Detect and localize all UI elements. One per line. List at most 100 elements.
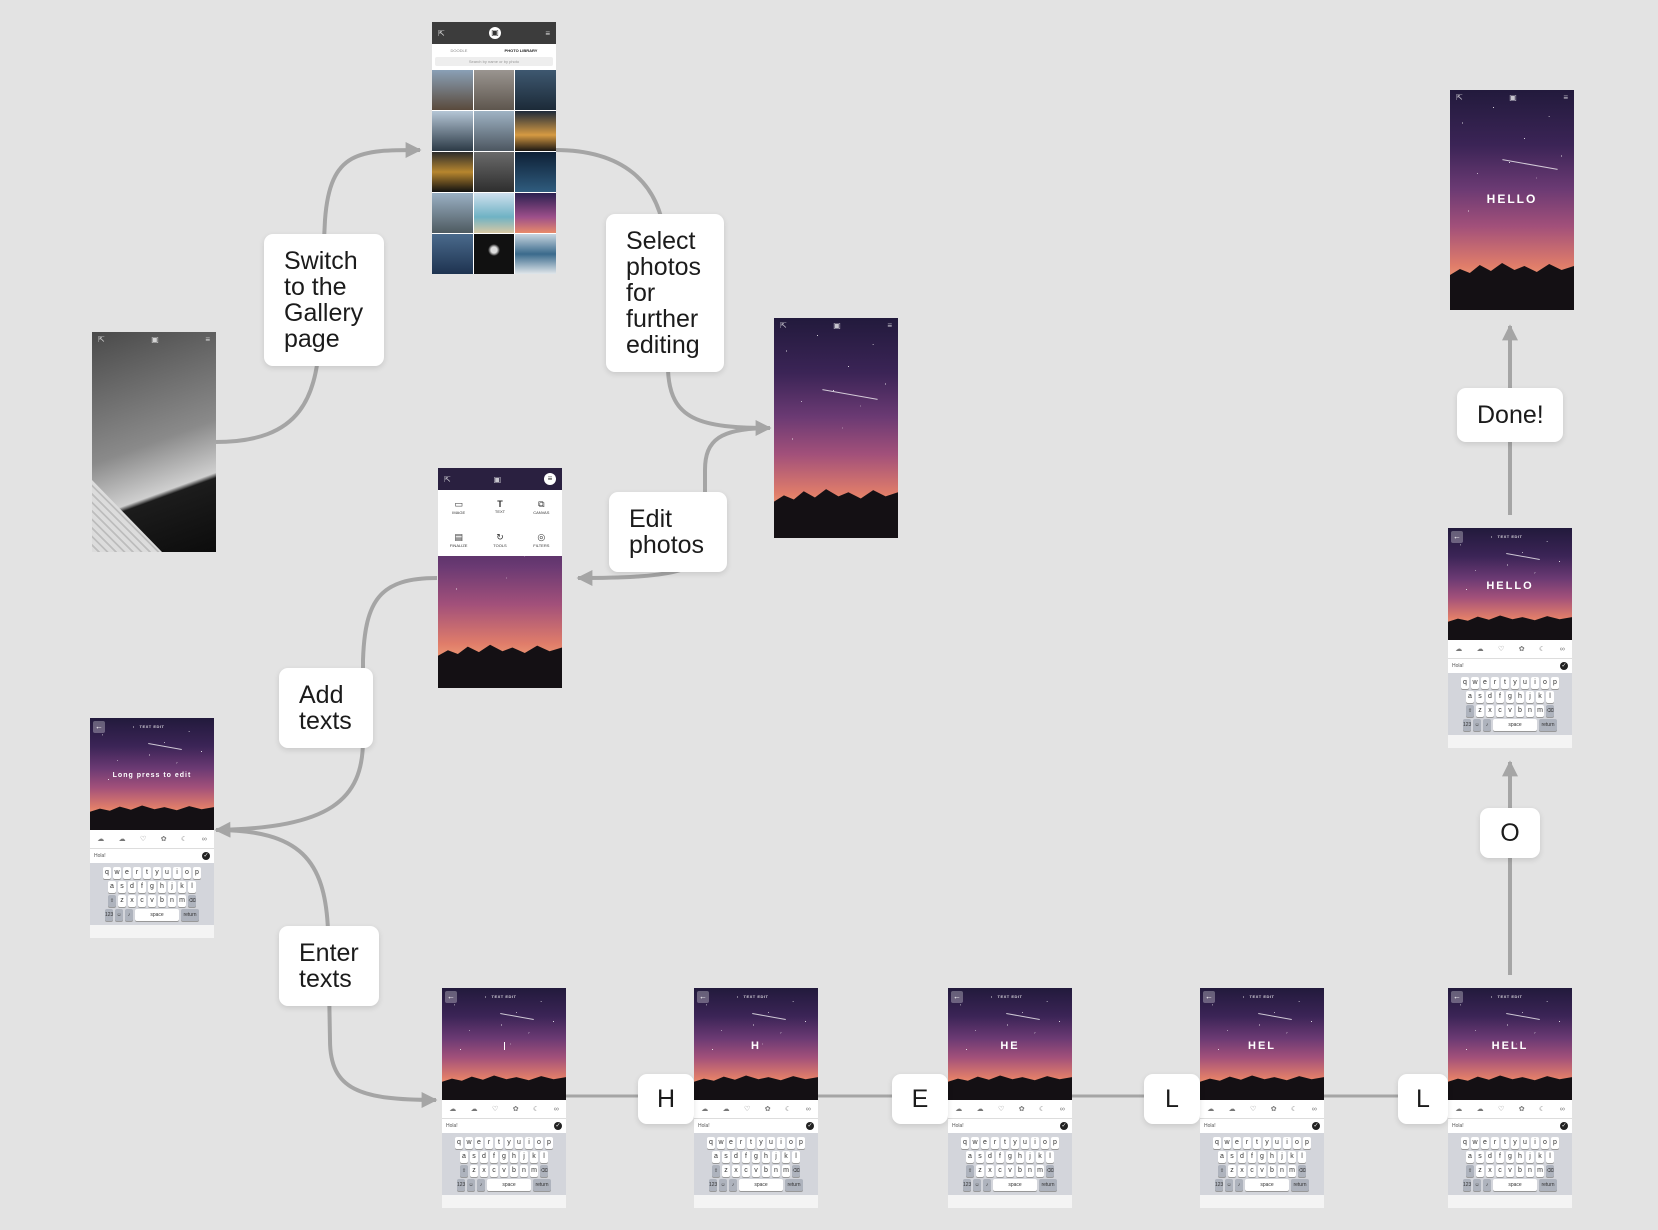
keyboard-key[interactable]: u	[1021, 1137, 1029, 1149]
keyboard-key[interactable]: g	[1258, 1151, 1266, 1163]
mic-icon[interactable]: ♪	[1483, 719, 1491, 731]
keyboard-key[interactable]: v	[1006, 1165, 1014, 1177]
keyboard-key[interactable]: a	[1466, 691, 1474, 703]
moon-icon[interactable]: ☾	[1539, 1106, 1546, 1113]
keyboard-key[interactable]: w	[971, 1137, 979, 1149]
badge-icon[interactable]: ✿	[512, 1106, 519, 1113]
keyboard-key[interactable]: d	[732, 1151, 740, 1163]
keyboard-key[interactable]: y	[1011, 1137, 1019, 1149]
keyboard-key[interactable]: e	[1481, 677, 1489, 689]
search-input[interactable]: Search by name or by photo	[435, 57, 553, 66]
keyboard-key[interactable]: m	[782, 1165, 790, 1177]
emoji-icon[interactable]: ☺	[1473, 1179, 1481, 1191]
keyboard-key[interactable]: q	[1461, 1137, 1469, 1149]
photo-thumb[interactable]	[473, 193, 515, 233]
font-icon[interactable]: ☁	[1455, 1106, 1463, 1113]
shift-icon[interactable]: ⇧	[460, 1165, 468, 1177]
glasses-icon[interactable]: ∞	[1559, 645, 1565, 653]
keyboard-key[interactable]: l	[188, 881, 196, 893]
cloud-icon[interactable]: ☁	[1228, 1106, 1236, 1113]
keyboard-key[interactable]: h	[1016, 1151, 1024, 1163]
keyboard-key[interactable]: o	[535, 1137, 543, 1149]
space-key[interactable]: space	[739, 1179, 783, 1191]
photo-thumb[interactable]	[432, 152, 473, 192]
confirm-check-icon[interactable]: ✓	[554, 1122, 562, 1130]
keyboard-key[interactable]: n	[1526, 705, 1534, 717]
backspace-icon[interactable]: ⌫	[792, 1165, 800, 1177]
keyboard-key[interactable]: y	[1511, 677, 1519, 689]
cloud-icon[interactable]: ☁	[1476, 646, 1484, 653]
font-icon[interactable]: ☁	[1207, 1106, 1215, 1113]
numbers-key[interactable]: 123	[709, 1179, 717, 1191]
keyboard-key[interactable]: t	[1501, 677, 1509, 689]
keyboard-key[interactable]: m	[530, 1165, 538, 1177]
keyboard-key[interactable]: r	[1491, 1137, 1499, 1149]
keyboard-key[interactable]: a	[966, 1151, 974, 1163]
keyboard-key[interactable]: b	[1016, 1165, 1024, 1177]
back-icon[interactable]: ←	[93, 721, 105, 733]
photo-thumb[interactable]	[432, 193, 473, 233]
cloud-icon[interactable]: ☁	[1476, 1106, 1484, 1113]
cloud-icon[interactable]: ☁	[470, 1106, 478, 1113]
backspace-icon[interactable]: ⌫	[1546, 705, 1554, 717]
keyboard-key[interactable]: y	[153, 867, 161, 879]
keyboard-key[interactable]: z	[722, 1165, 730, 1177]
glasses-icon[interactable]: ∞	[1311, 1105, 1317, 1113]
keyboard-key[interactable]: o	[1541, 677, 1549, 689]
keyboard-key[interactable]: x	[1486, 1165, 1494, 1177]
numbers-key[interactable]: 123	[1463, 719, 1471, 731]
keyboard-key[interactable]: s	[470, 1151, 478, 1163]
back-icon[interactable]: ←	[951, 991, 963, 1003]
keyboard-key[interactable]: n	[520, 1165, 528, 1177]
keyboard-key[interactable]: w	[1471, 1137, 1479, 1149]
keyboard-key[interactable]: u	[163, 867, 171, 879]
photo-thumb[interactable]	[515, 111, 556, 151]
heart-icon[interactable]: ♡	[1498, 646, 1505, 653]
keyboard-key[interactable]: f	[1496, 1151, 1504, 1163]
heart-icon[interactable]: ♡	[140, 836, 147, 843]
keyboard-key[interactable]: t	[1501, 1137, 1509, 1149]
badge-icon[interactable]: ✿	[160, 836, 167, 843]
badge-icon[interactable]: ✿	[764, 1106, 771, 1113]
return-key[interactable]: return	[1039, 1179, 1057, 1191]
keyboard-key[interactable]: c	[996, 1165, 1004, 1177]
keyboard-key[interactable]: c	[1248, 1165, 1256, 1177]
menu-item-tools[interactable]: ↻TOOLS	[493, 531, 507, 548]
photo-thumb[interactable]	[473, 152, 515, 192]
badge-icon[interactable]: ✿	[1518, 646, 1525, 653]
keyboard-key[interactable]: y	[1263, 1137, 1271, 1149]
keyboard-key[interactable]: r	[1491, 677, 1499, 689]
keyboard-key[interactable]: e	[123, 867, 131, 879]
back-icon[interactable]: ←	[1451, 991, 1463, 1003]
moon-icon[interactable]: ☾	[181, 836, 188, 843]
keyboard-key[interactable]: c	[1496, 1165, 1504, 1177]
keyboard-key[interactable]: u	[1521, 677, 1529, 689]
keyboard-key[interactable]: r	[133, 867, 141, 879]
keyboard-key[interactable]: t	[1001, 1137, 1009, 1149]
keyboard-key[interactable]: b	[158, 895, 166, 907]
photo-thumb[interactable]	[473, 234, 515, 274]
shift-icon[interactable]: ⇧	[108, 895, 116, 907]
confirm-check-icon[interactable]: ✓	[806, 1122, 814, 1130]
keyboard-key[interactable]: d	[128, 881, 136, 893]
keyboard-key[interactable]: j	[1526, 1151, 1534, 1163]
photo-thumb[interactable]	[473, 111, 515, 151]
keyboard-key[interactable]: x	[1238, 1165, 1246, 1177]
mic-icon[interactable]: ♪	[125, 909, 133, 921]
mic-icon[interactable]: ♪	[983, 1179, 991, 1191]
keyboard-key[interactable]: j	[168, 881, 176, 893]
keyboard-key[interactable]: o	[787, 1137, 795, 1149]
keyboard-key[interactable]: s	[118, 881, 126, 893]
photo-thumb[interactable]	[515, 70, 556, 110]
shift-icon[interactable]: ⇧	[966, 1165, 974, 1177]
keyboard-key[interactable]: j	[1026, 1151, 1034, 1163]
keyboard-key[interactable]: h	[1268, 1151, 1276, 1163]
text-input[interactable]: Hola!	[698, 1123, 710, 1129]
space-key[interactable]: space	[135, 909, 179, 921]
return-key[interactable]: return	[1539, 719, 1557, 731]
keyboard-key[interactable]: g	[752, 1151, 760, 1163]
numbers-key[interactable]: 123	[457, 1179, 465, 1191]
backspace-icon[interactable]: ⌫	[188, 895, 196, 907]
numbers-key[interactable]: 123	[1215, 1179, 1223, 1191]
